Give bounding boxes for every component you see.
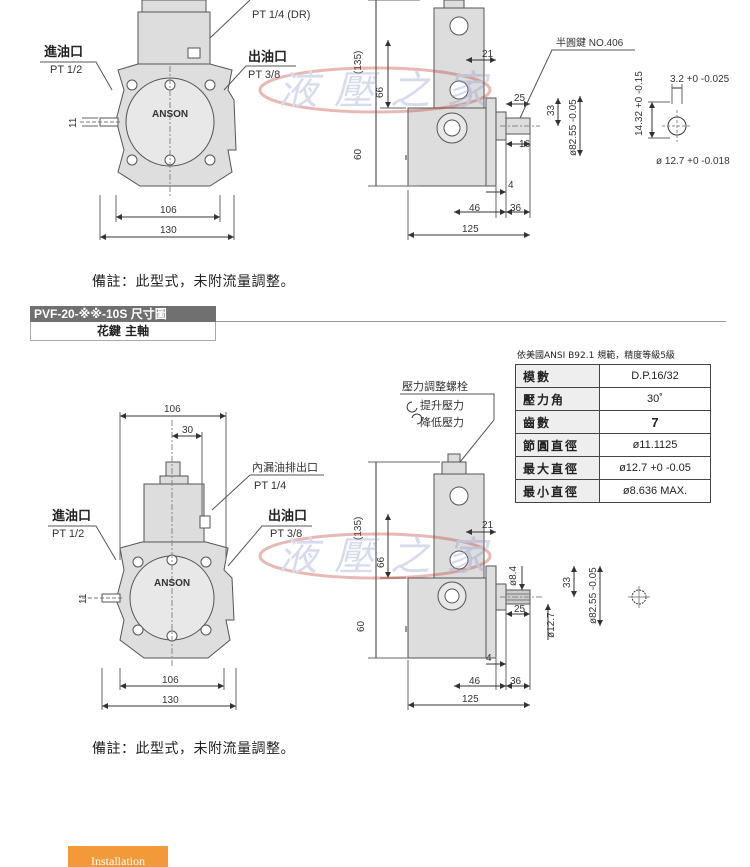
dim-top-106: 106	[164, 404, 181, 415]
dim-30: 30	[182, 425, 194, 436]
dim-60: 60	[353, 148, 364, 160]
dim-66-2: 66	[376, 556, 387, 568]
outlet-size-2: PT 3/8	[270, 528, 302, 540]
dim-135: (135)	[353, 51, 364, 74]
dim-46-2: 46	[469, 676, 481, 687]
spec-caption: 依美國ANSI B92.1 規範，精度等級5級	[517, 351, 675, 361]
spec-key: 模數	[515, 364, 600, 388]
dim-4-2: 4	[486, 653, 492, 664]
spec-value: D.P.16/32	[599, 364, 711, 388]
pressure-screw-label: 壓力調整螺栓	[402, 379, 468, 393]
raise-pressure: 提升壓力	[420, 399, 464, 412]
dim-84: ø8.4	[508, 566, 519, 586]
spec-key: 最小直徑	[515, 479, 600, 503]
spec-value: 7	[599, 410, 711, 434]
outlet-label-2: 出油口	[268, 508, 307, 524]
dim-60-2: 60	[356, 620, 367, 632]
outlet-label-1: 出油口	[248, 49, 287, 65]
diagram2-front-view: ANSON 106 30 106 130 11 內漏油排出口 PT 1/4 進油…	[48, 404, 324, 710]
dim-130: 130	[160, 225, 177, 236]
spec-value: ø12.7 +0 -0.05	[599, 456, 711, 480]
dim-66: 66	[375, 86, 386, 98]
dim-21-2: 21	[482, 520, 494, 531]
spec-value: ø8.636 MAX.	[599, 479, 711, 503]
dim-11-2: 11	[78, 593, 89, 604]
dim-36: 36	[510, 203, 522, 214]
section2-title: PVF-20-※※-10S 尺寸圖	[30, 306, 216, 322]
svg-text:液壓之家: 液壓之家	[278, 68, 502, 114]
inlet-label-1: 進油口	[44, 44, 83, 60]
dim-127: ø12.7	[546, 612, 557, 638]
dim-21: 21	[482, 49, 494, 60]
dim-33-2: 33	[562, 576, 573, 588]
spec-value: 30˚	[599, 387, 711, 411]
dim-46: 46	[469, 203, 481, 214]
dim-11: 11	[68, 117, 79, 128]
inlet-size-2: PT 1/2	[52, 528, 84, 540]
counterclockwise-arrow-icon	[411, 413, 423, 425]
svg-text:液壓之家: 液壓之家	[278, 534, 502, 580]
dim-125-2: 125	[462, 694, 479, 705]
installation-button[interactable]: Installation	[68, 846, 168, 867]
key-height: 14.32 +0 -0.15	[634, 71, 645, 136]
dim-bottom-106: 106	[162, 675, 179, 686]
inlet-label-2: 進油口	[52, 508, 91, 524]
dim-106: 106	[160, 205, 177, 216]
spec-value: ø11.1125	[599, 433, 711, 457]
dim-130-2: 130	[162, 695, 179, 706]
dim-33: 33	[546, 104, 557, 116]
outlet-size-1: PT 3/8	[248, 69, 280, 81]
watermark-2: 液壓之家	[258, 532, 502, 580]
brand-text: ANSON	[152, 109, 188, 120]
dim-shaft-2: ø82.55 -0.05	[588, 567, 599, 624]
inlet-size-1: PT 1/2	[50, 64, 82, 76]
dim-125: 125	[462, 224, 479, 235]
watermark-1: 液壓之家	[258, 66, 502, 114]
key-detail: 3.2 +0 -0.025 14.32 +0 -0.15 ø 12.7 +0 -…	[634, 71, 730, 167]
spec-key: 齒數	[515, 410, 600, 434]
section2-subtitle: 花鍵 主軸	[30, 322, 216, 341]
spec-key: 節圓直徑	[515, 433, 600, 457]
drain-size-2: PT 1/4	[254, 480, 286, 492]
dim-135-2: (135)	[353, 517, 364, 540]
note-2: 備註：此型式，未附流量調整。	[92, 741, 295, 757]
diagram2-side-view: (135) 66 60 21 25 ø8.4 ø12.7 33 ø82.55 -…	[353, 379, 650, 710]
dim-shaft-1: ø82.55 -0.05	[568, 99, 579, 156]
dim-36-2: 36	[510, 676, 522, 687]
key-dia: ø 12.7 +0 -0.018	[656, 156, 730, 167]
dim-16: 16	[519, 139, 531, 150]
dim-25-2: 25	[514, 604, 526, 615]
spline-end-icon	[628, 586, 650, 608]
spec-key: 壓力角	[515, 387, 600, 411]
diagram1-front-view: ANSON 106 130 11 PT 1/4 (DR) 進油口 PT 1/2 …	[40, 0, 310, 240]
brand-text-2: ANSON	[154, 578, 190, 589]
key-label: 半圓鍵 NO.406	[556, 36, 624, 49]
dim-25: 25	[514, 93, 526, 104]
dim-4: 4	[508, 180, 514, 191]
key-width: 3.2 +0 -0.025	[670, 74, 730, 85]
drain-size-1: PT 1/4 (DR)	[252, 9, 310, 21]
clockwise-arrow-icon	[406, 401, 418, 413]
lower-pressure: 降低壓力	[420, 415, 464, 429]
note-1: 備註：此型式，未附流量調整。	[92, 274, 295, 290]
section2-divider	[216, 321, 726, 322]
diagram1-side-view: (135) 66 60 21 25 33 ø82.55 -0.05 16 4 4…	[353, 0, 635, 240]
drain-label-2: 內漏油排出口	[252, 460, 318, 474]
spec-key: 最大直徑	[515, 456, 600, 480]
